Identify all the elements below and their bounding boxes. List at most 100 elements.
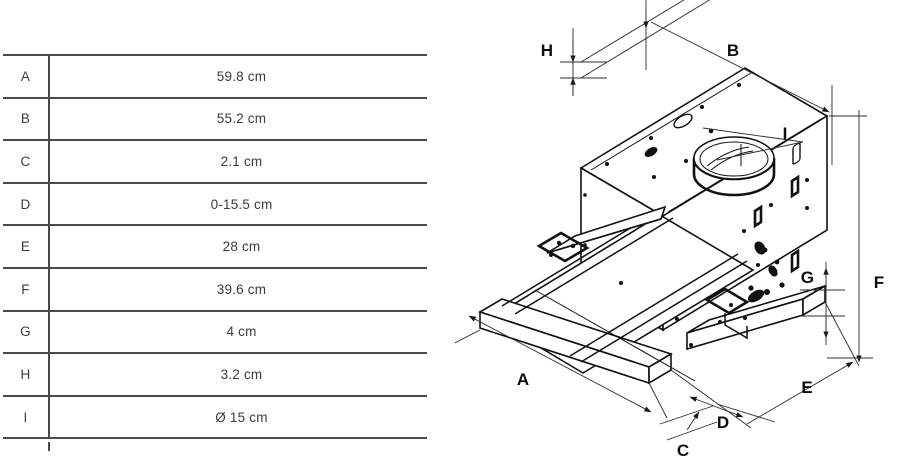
dimension-value: Ø 15 cm: [49, 394, 427, 440]
side-face-details: [742, 174, 809, 303]
dimension-value: 28 cm: [49, 224, 427, 269]
b-dimension-line: [650, 21, 830, 113]
dimension-b: B: [643, 0, 833, 165]
fastener-dot: [570, 243, 576, 249]
table-row: H 3.2 cm: [3, 352, 427, 397]
fastener-dot: [774, 259, 780, 265]
callout-i: I: [783, 124, 788, 143]
d-extension-line: [716, 403, 776, 423]
callout-f: F: [874, 273, 884, 292]
table-row: B 55.2 cm: [3, 96, 427, 142]
fastener-dot: [683, 158, 689, 164]
bracket-outline: [536, 231, 590, 263]
callout-a: A: [517, 370, 529, 389]
dimension-key: F: [3, 266, 50, 312]
fastener-dot: [805, 206, 809, 210]
dimension-value: 3.2 cm: [49, 352, 427, 397]
tray-frame-line: [514, 217, 674, 315]
c-extension-line: [666, 421, 718, 441]
fastener-dot: [756, 263, 760, 267]
body-top-seam: [590, 72, 752, 171]
fastener-dot: [605, 162, 609, 166]
side-slot: [790, 174, 800, 199]
table-row: I Ø 15 cm: [3, 394, 427, 440]
dimension-table: A 59.8 cm B 55.2 cm C 2.1 cm D 0-15.5 cm…: [3, 54, 427, 451]
bracket-outline: [724, 313, 748, 340]
dimension-key: B: [3, 96, 50, 142]
dimension-value: 4 cm: [49, 309, 427, 355]
fastener-dot: [549, 253, 553, 257]
table-row: E 28 cm: [3, 224, 427, 269]
dimension-i: I: [702, 124, 804, 161]
e-extension-line: [824, 301, 860, 367]
fastener-dot: [700, 105, 704, 109]
dimension-key: H: [3, 352, 50, 397]
cable-gland: [754, 241, 766, 255]
callout-c: C: [677, 441, 689, 460]
dimension-value: 2.1 cm: [49, 139, 427, 184]
table-row: A 59.8 cm: [3, 54, 427, 99]
duct-outlet-collar: [692, 136, 776, 197]
fastener-dot: [779, 282, 785, 288]
fastener-dot: [583, 193, 587, 197]
callout-d: D: [717, 413, 729, 432]
top-small-knockout: [644, 147, 658, 157]
slide-bracket: [704, 287, 750, 340]
fastener-dot: [652, 175, 656, 179]
callout-h: H: [541, 41, 553, 60]
c-extension-line: [659, 405, 714, 425]
dimension-table-body: A 59.8 cm B 55.2 cm C 2.1 cm D 0-15.5 cm…: [3, 54, 427, 440]
fastener-dot: [556, 240, 562, 246]
dimension-value: 59.8 cm: [49, 54, 427, 99]
fastener-dot: [689, 343, 693, 347]
dimension-h: H: [541, 0, 711, 96]
isometric-product-drawing: H B I F: [455, 0, 900, 465]
callout-b: B: [727, 41, 739, 60]
a-extension-line: [455, 329, 481, 344]
dimension-value: 0-15.5 cm: [49, 181, 427, 227]
h-leader: [580, 0, 711, 79]
top-oval-knockout: [673, 113, 693, 129]
fastener-dot: [708, 128, 714, 134]
fastener-dot: [649, 136, 653, 140]
fastener-dot: [769, 203, 773, 207]
dimension-c: C: [659, 405, 718, 460]
fastener-dot: [742, 229, 746, 233]
damper-flap: [706, 146, 750, 167]
i-leader: [716, 141, 804, 161]
side-slot: [792, 142, 801, 165]
h-leader: [580, 0, 685, 63]
side-slot: [753, 204, 763, 229]
dimension-d: D: [689, 396, 776, 432]
dimension-table-grid: A 59.8 cm B 55.2 cm C 2.1 cm D 0-15.5 cm…: [3, 54, 427, 440]
cable-gland: [768, 265, 778, 277]
e-extension-line: [670, 369, 752, 429]
dimension-value: 39.6 cm: [49, 266, 427, 312]
i-leader: [702, 127, 804, 143]
fastener-dot: [718, 320, 722, 324]
terminal-block: [747, 289, 765, 303]
fastener-dot: [729, 303, 733, 307]
dimension-key: D: [3, 181, 50, 227]
fastener-dot: [748, 285, 754, 291]
collar-inner-rim: [699, 141, 769, 177]
a-dimension-line: [468, 315, 652, 413]
collar-top-rim: [693, 136, 775, 180]
dimension-f: F: [827, 110, 884, 363]
fastener-dot: [764, 289, 770, 295]
a-extension-line: [648, 382, 668, 419]
d-dimension-line: [689, 396, 744, 418]
tray-rear-edge: [546, 218, 662, 254]
callout-g: G: [801, 268, 814, 287]
table-row: C 2.1 cm: [3, 139, 427, 184]
c-dimension-line: [686, 411, 700, 431]
fastener-dot: [675, 317, 679, 321]
table-column-divider-tail: [48, 442, 51, 451]
fastener-dot: [619, 281, 623, 285]
callout-e: E: [801, 378, 812, 397]
table-row: D 0-15.5 cm: [3, 181, 427, 227]
slide-bracket: [536, 231, 590, 263]
dimension-key: E: [3, 224, 50, 269]
dimension-key: G: [3, 309, 50, 355]
